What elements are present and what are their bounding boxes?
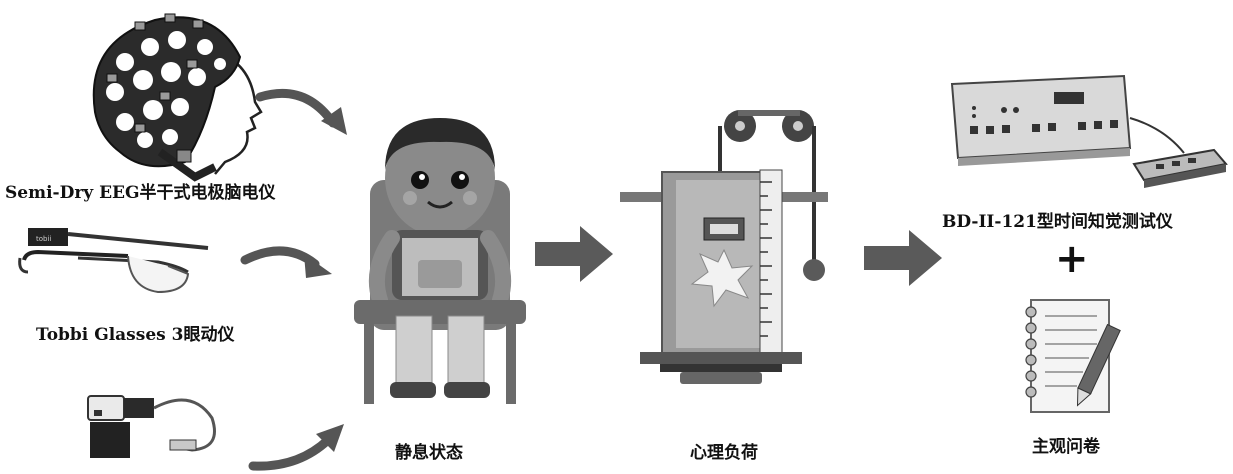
mental-load-label: 心理负荷 bbox=[690, 443, 758, 463]
time-perception-tester-label: BD-II-121型时间知觉测试仪 bbox=[942, 212, 1173, 232]
camera-device-illustration bbox=[87, 395, 216, 458]
seated-child-illustration bbox=[354, 118, 526, 404]
rest-state-label: 静息状态 bbox=[395, 443, 463, 463]
flow-arrow-1 bbox=[535, 226, 613, 282]
eye-tracker-label: Tobbi Glasses 3眼动仪 bbox=[36, 325, 235, 345]
questionnaire-label: 主观问卷 bbox=[1032, 437, 1100, 457]
svg-text:tobii: tobii bbox=[36, 235, 51, 243]
eeg-cap-illustration bbox=[92, 13, 263, 182]
time-perception-tester-illustration bbox=[950, 74, 1228, 188]
flow-arrow-2 bbox=[864, 230, 942, 286]
mental-load-apparatus-illustration bbox=[620, 110, 828, 384]
plus-sign: + bbox=[1055, 236, 1089, 282]
curved-arrow-camera bbox=[248, 424, 344, 471]
eeg-device-label: Semi-Dry EEG半干式电极脑电仪 bbox=[5, 183, 276, 203]
curved-arrow-eye bbox=[240, 246, 332, 278]
questionnaire-notepad-illustration bbox=[1025, 299, 1121, 413]
eye-tracker-glasses-illustration: tobii bbox=[18, 228, 209, 294]
curved-arrow-eeg bbox=[255, 88, 347, 135]
